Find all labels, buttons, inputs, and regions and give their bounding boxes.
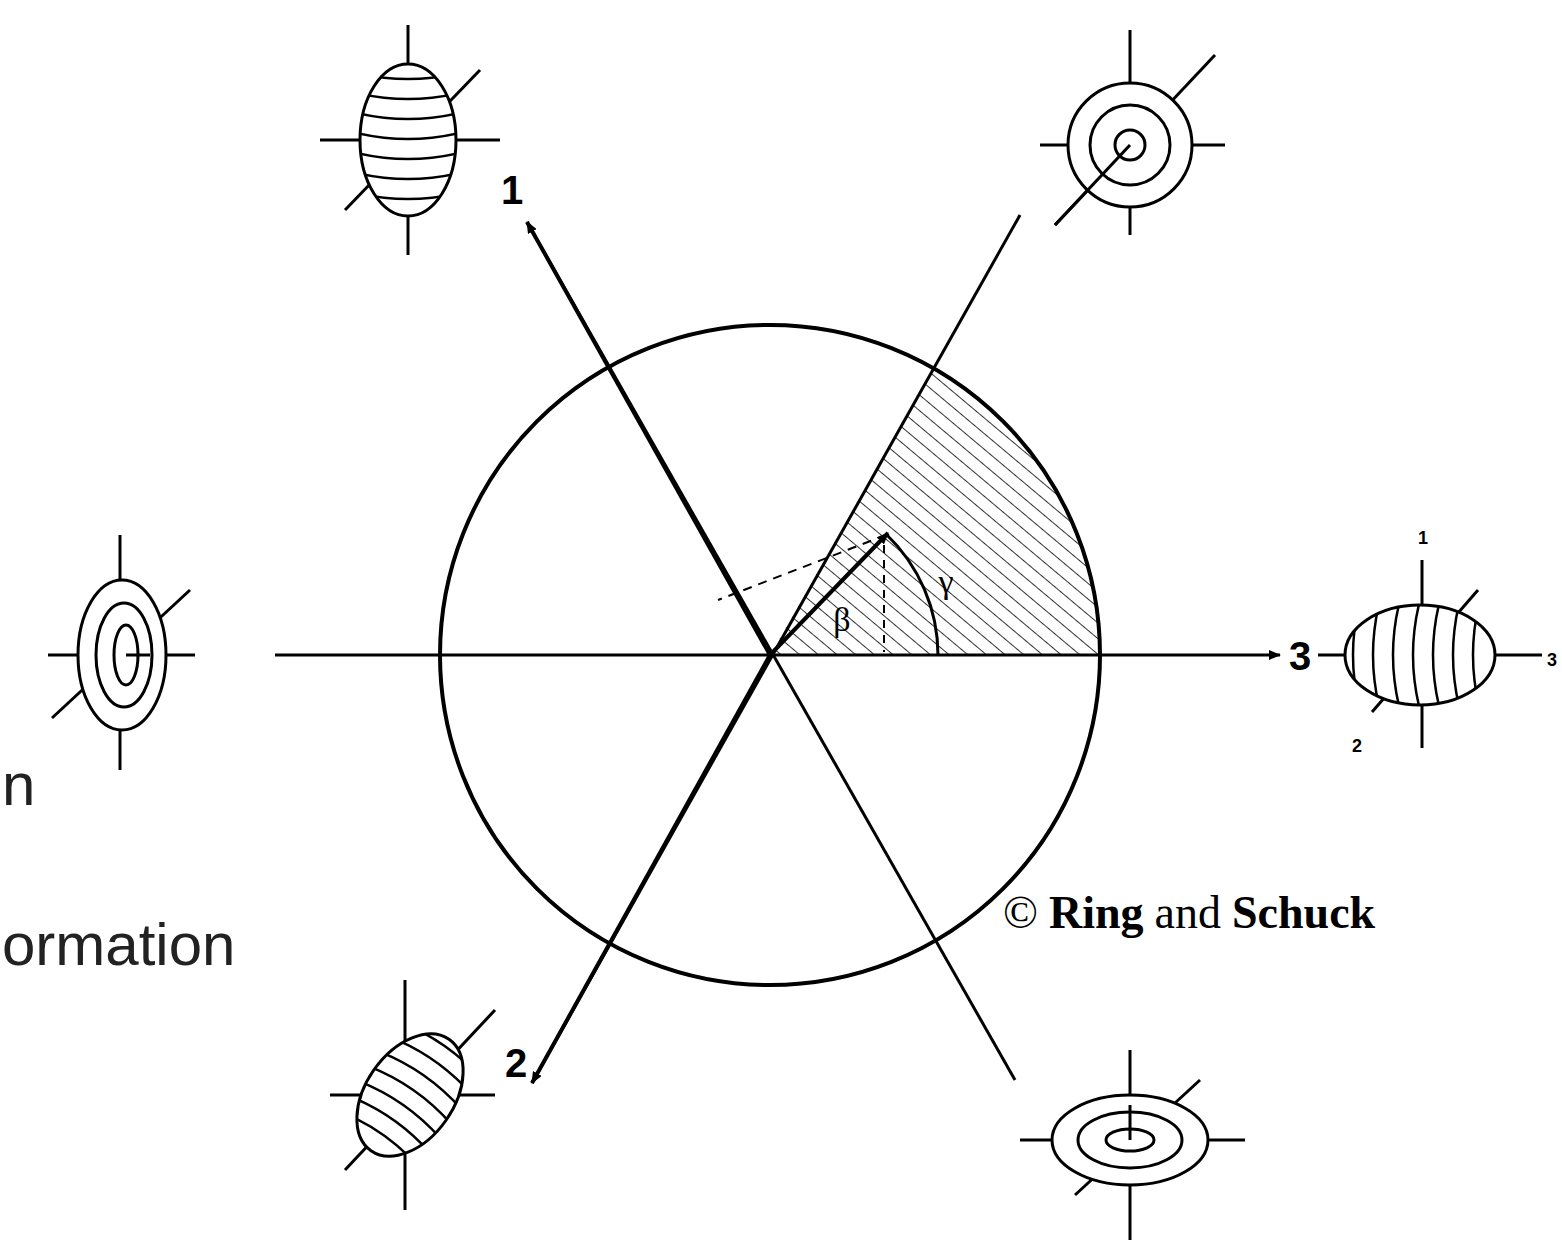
axis-number: 3 [1289,636,1311,676]
shape-stripe [348,1091,433,1153]
shape-stripe [353,192,463,199]
axis-number: 1 [1418,529,1428,547]
shape-stripe [1413,600,1420,710]
axis-number: 2 [505,1043,527,1083]
shape-stripe [1353,600,1360,710]
copyright-note: ©RingandSchuck [1003,890,1386,936]
gamma-symbol: γ [938,565,953,599]
shape-stripe [359,1076,444,1138]
shape-stripe [353,72,463,79]
shape-stripe [1473,600,1480,710]
beta-symbol: β [833,603,850,637]
axis-number: 1 [501,170,523,210]
copyright-word: and [1155,887,1221,938]
copyright-word: Schuck [1232,887,1375,938]
copyright-word: Ring [1049,887,1144,938]
axis-number: 2 [1352,737,1362,755]
slide-text: ormation [2,915,235,975]
shape-stripe [353,132,463,139]
shape-stripe [379,1047,464,1109]
shape-stripe [1433,600,1440,710]
shape-stripe [1373,600,1380,710]
shape-stripe [353,152,463,159]
shape-stripe [1393,600,1400,710]
slide-text: n [2,755,35,815]
shape-stripe [353,92,463,99]
shape-stripe [390,1032,475,1094]
axis-number: 3 [1547,651,1557,669]
shape-stripe [353,112,463,119]
shape-stripe [338,1106,423,1168]
shape-stripe [353,172,463,179]
shape-stripe [369,1061,454,1123]
copyright-word: © [1003,887,1038,938]
shape-stripe [1453,600,1460,710]
shape-stripe [400,1017,485,1079]
